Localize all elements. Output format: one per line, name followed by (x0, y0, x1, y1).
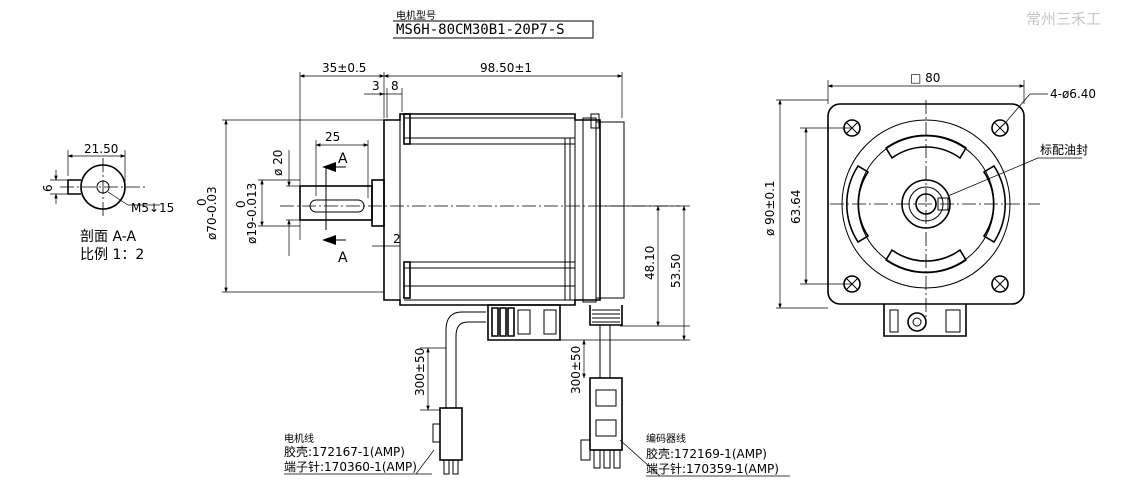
hole-pitch-dim: 63.64 (789, 190, 803, 224)
motor-cable-terminal: 端子针:170360-1(AMP) (284, 459, 417, 474)
shaft-length-dim: 35±0.5 (322, 61, 366, 75)
motor-cable-note: 电机线 胶壳:172167-1(AMP) 端子针:170360-1(AMP) (284, 432, 435, 475)
watermark-text: 常州三禾工 (1026, 10, 1101, 28)
encoder-cable-note: 编码器线 胶壳:172169-1(AMP) 端子针:170359-1(AMP) (619, 432, 790, 477)
section-mark-bottom: A (338, 250, 348, 266)
motor-body (383, 113, 601, 306)
encoder-plug (589, 377, 623, 451)
pilot-diameter-dim: ø70-0.03 (205, 186, 219, 240)
body-length-dim: 98.50±1 (480, 61, 532, 75)
shaft-diameter-dim: ø 20 (271, 150, 285, 176)
dim-3: 3 (372, 79, 380, 93)
encoder-connector (589, 305, 623, 326)
section-title: 剖面 A-A (80, 229, 136, 245)
dim-2: 2 (393, 232, 401, 246)
flange-size-dim: □ 80 (910, 71, 940, 85)
section-width-dim: 21.50 (84, 142, 118, 156)
thread-dim: M5↓15 (131, 201, 174, 215)
model-number: MS6H-80CM30B1-20P7-S (396, 22, 565, 38)
pilot-diameter-tol: 0 (195, 198, 209, 206)
model-header: 电机型号 MS6H-80CM30B1-20P7-S (393, 9, 594, 39)
motor-cable-title: 电机线 (284, 432, 314, 445)
encoder-cable-housing: 胶壳:172169-1(AMP) (646, 446, 767, 461)
dim-8: 8 (391, 79, 399, 93)
front-connector (883, 304, 967, 337)
shaft (299, 185, 373, 221)
motor-cable-housing: 胶壳:172167-1(AMP) (284, 444, 405, 459)
key-diameter-dim: ø19-0.013 (245, 183, 259, 244)
encoder-cable-title: 编码器线 (646, 432, 686, 445)
conn-height-1-dim: 48.10 (643, 246, 657, 280)
mounting-holes-dim: 4-ø6.40 (1050, 87, 1096, 101)
conn-height-2-dim: 53.50 (669, 254, 683, 288)
section-view: 21.50 6 M5↓15 剖面 A-A 比例 1：2 (41, 142, 174, 263)
section-mark-top: A (338, 151, 348, 167)
key-height-dim: 6 (41, 184, 55, 192)
key-length-dim: 25 (325, 130, 340, 144)
pilot-boss (371, 179, 385, 227)
power-connector-block (487, 304, 561, 341)
key-diameter-tol: 0 (234, 200, 248, 208)
model-caption: 电机型号 (396, 9, 436, 22)
power-plug (439, 407, 463, 461)
power-cable-length: 300±50 (413, 348, 427, 396)
section-scale: 比例 1：2 (80, 247, 144, 263)
side-view: 35±0.5 98.50±1 3 8 25 (195, 61, 690, 475)
front-view: □ 80 4-ø6.40 标配油封 ø 90±0.1 (763, 71, 1096, 337)
encoder-cable-length: 300±50 (569, 346, 583, 394)
oil-seal-label: 标配油封 (1040, 143, 1088, 157)
encoder-cable-terminal: 端子针:170359-1(AMP) (646, 461, 779, 476)
shaft-key (309, 199, 365, 213)
pcd-dim: ø 90±0.1 (763, 180, 777, 236)
encoder-cover (582, 117, 597, 303)
power-cable (445, 311, 486, 360)
